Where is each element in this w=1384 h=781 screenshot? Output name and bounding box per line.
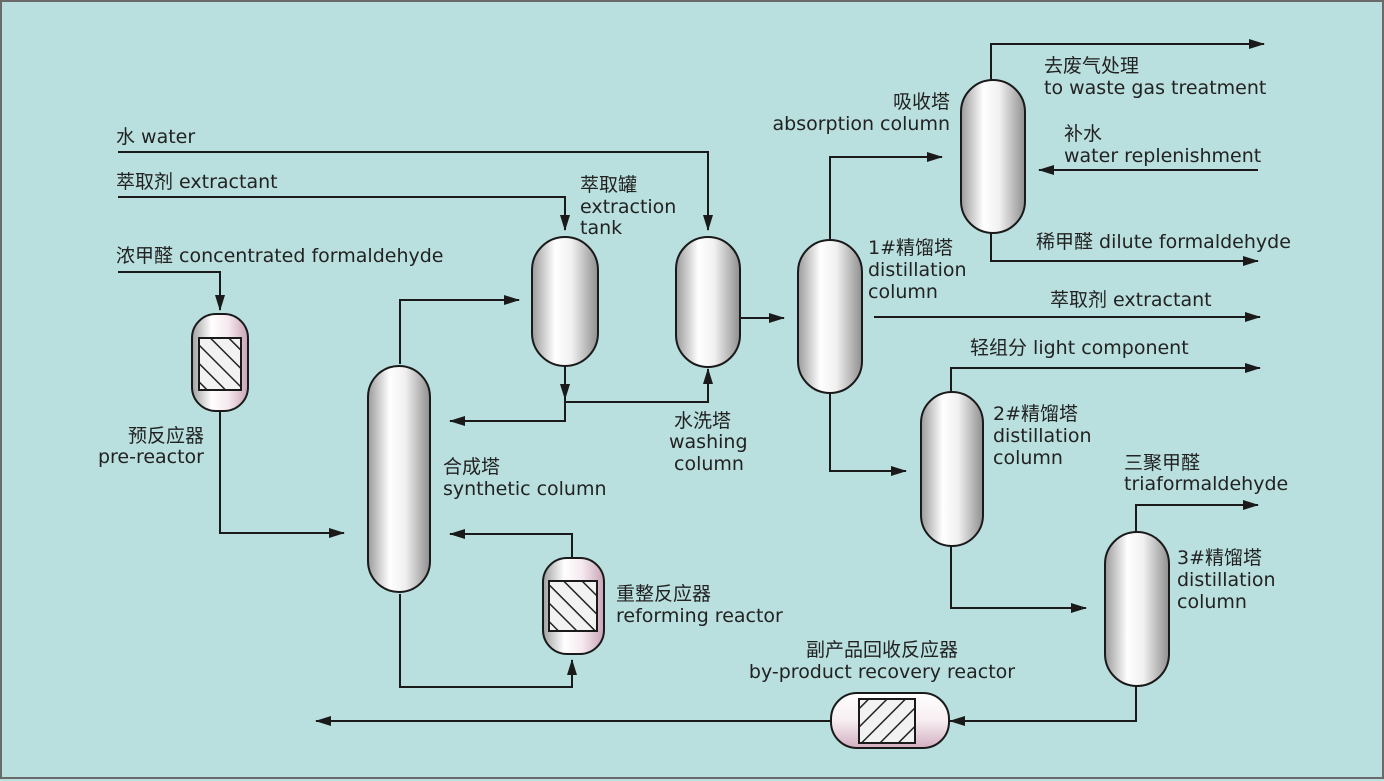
dist3-cn-label: 3#精馏塔 bbox=[1177, 547, 1262, 569]
byproduct-en-label: by-product recovery reactor bbox=[749, 661, 1015, 683]
reforming-cn-label: 重整反应器 bbox=[616, 583, 711, 605]
vessels bbox=[191, 79, 1170, 749]
washing-en1-label: washing bbox=[669, 431, 748, 453]
synthetic-to-reforming-line bbox=[399, 594, 577, 688]
replenish-cn-label: 补水 bbox=[1064, 123, 1102, 145]
byproduct-cn-label: 副产品回收反应器 bbox=[806, 639, 958, 661]
reforming-reactor bbox=[542, 557, 605, 655]
prereactor-en-label: pre-reactor bbox=[98, 446, 204, 468]
absorption-en-label: absorption column bbox=[773, 113, 950, 135]
absorption-cn-label: 吸收塔 bbox=[893, 91, 950, 113]
flow-lines bbox=[118, 39, 1265, 726]
absorption-column bbox=[960, 79, 1026, 234]
dilute-formaldehyde-line bbox=[990, 232, 1259, 266]
extractant-out-label: 萃取剂 extractant bbox=[1050, 289, 1212, 311]
synthetic-en-label: synthetic column bbox=[443, 478, 607, 500]
return-to-synthetic-line bbox=[449, 399, 566, 426]
distillation-column-3 bbox=[1104, 531, 1170, 687]
dist2-en2-label: column bbox=[993, 447, 1063, 469]
dist3-en1-label: distillation bbox=[1177, 569, 1276, 591]
light-component-label: 轻组分 light component bbox=[970, 337, 1189, 359]
trioxane-line bbox=[1135, 500, 1259, 532]
replenish-en-label: water replenishment bbox=[1064, 145, 1261, 167]
prereactor-to-synthetic-line bbox=[219, 410, 345, 538]
dist3-to-byproduct-line bbox=[949, 685, 1137, 726]
light-component-line bbox=[950, 363, 1261, 392]
washing-column bbox=[675, 236, 741, 368]
dist3-en2-label: column bbox=[1177, 591, 1247, 613]
waste-gas-en-label: to waste gas treatment bbox=[1044, 77, 1266, 99]
extraction-tank bbox=[531, 236, 599, 367]
dist2-en1-label: distillation bbox=[993, 425, 1092, 447]
dist1-to-absorption-line bbox=[829, 152, 943, 242]
trioxane-en-label: triaformaldehyde bbox=[1124, 473, 1288, 495]
synthetic-to-extraction-line bbox=[399, 295, 520, 364]
dist1-cn-label: 1#精馏塔 bbox=[868, 237, 953, 259]
synthetic-cn-label: 合成塔 bbox=[443, 456, 500, 478]
washing-en2-label: column bbox=[674, 453, 744, 475]
extraction-tank-en1-label: extraction bbox=[580, 196, 676, 218]
distillation-column-1 bbox=[797, 239, 863, 394]
conc-formaldehyde-line bbox=[118, 271, 225, 311]
extractant-line bbox=[118, 196, 570, 231]
byproduct-recovery-reactor bbox=[830, 692, 950, 749]
trioxane-cn-label: 三聚甲醛 bbox=[1124, 452, 1200, 474]
dist2-cn-label: 2#精馏塔 bbox=[993, 403, 1078, 425]
water-inlet-label: 水 water bbox=[116, 126, 195, 148]
dist1-en2-label: column bbox=[868, 281, 938, 303]
washing-cn-label: 水洗塔 bbox=[674, 410, 731, 432]
conc-formaldehyde-label: 浓甲醛 concentrated formaldehyde bbox=[116, 245, 443, 267]
prereactor-cn-label: 预反应器 bbox=[128, 425, 204, 447]
dist2-to-dist3-line bbox=[950, 545, 1087, 613]
extraction-tank-cn-label: 萃取罐 bbox=[580, 174, 637, 196]
labels: 水 water 萃取剂 extractant 浓甲醛 concentrated … bbox=[98, 55, 1291, 683]
extractant-inlet-label: 萃取剂 extractant bbox=[116, 171, 278, 193]
reforming-to-synthetic-line bbox=[449, 529, 573, 557]
waste-gas-line bbox=[990, 39, 1265, 82]
synthetic-column bbox=[367, 365, 431, 593]
to-washing-line bbox=[565, 368, 713, 403]
extraction-tank-en2-label: tank bbox=[580, 217, 622, 239]
distillation-column-2 bbox=[920, 391, 984, 547]
reforming-en-label: reforming reactor bbox=[616, 605, 783, 627]
waste-gas-cn-label: 去废气处理 bbox=[1044, 55, 1139, 77]
dist1-to-dist2-line bbox=[829, 392, 907, 476]
dist1-en1-label: distillation bbox=[868, 259, 967, 281]
water-line bbox=[118, 151, 713, 231]
dilute-formaldehyde-label: 稀甲醛 dilute formaldehyde bbox=[1036, 231, 1291, 253]
pre-reactor bbox=[191, 313, 249, 412]
